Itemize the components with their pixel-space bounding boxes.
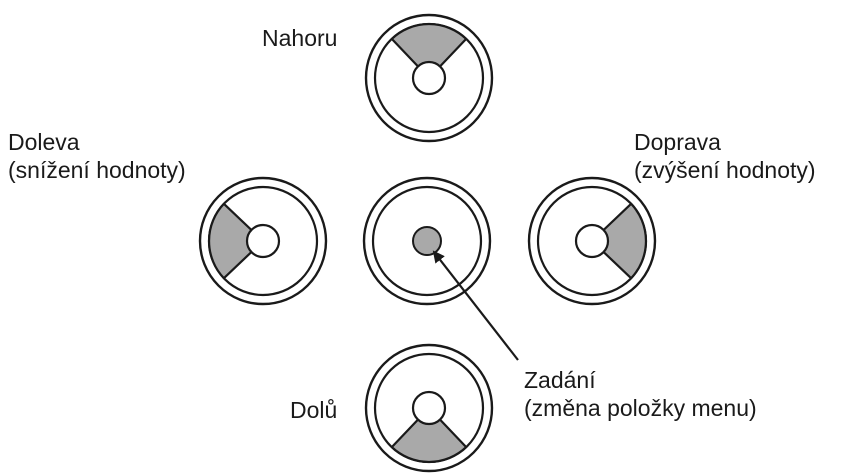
dial-center-enter-dot	[412, 226, 442, 256]
dial-down-hub	[411, 390, 447, 426]
dial-down-highlight-sector	[390, 406, 468, 464]
label-right-title: Doprava	[634, 129, 721, 155]
label-left-title: Doleva	[8, 129, 80, 155]
label-down-text: Dolů	[290, 397, 338, 423]
dial-up-highlight-sector	[390, 22, 468, 80]
label-up-text: Nahoru	[262, 25, 338, 51]
label-left-subtitle: (snížení hodnoty)	[8, 157, 186, 183]
dial-up	[364, 13, 494, 143]
dial-up-hub	[411, 60, 447, 96]
enter-pointer-arrow	[432, 250, 519, 361]
label-up: Nahoru	[262, 24, 337, 52]
label-enter-subtitle: (změna položky menu)	[524, 395, 757, 421]
dial-left-hub	[245, 223, 281, 259]
dial-left	[198, 176, 328, 306]
label-down: Dolů	[290, 396, 337, 424]
label-right-subtitle: (zvýšení hodnoty)	[634, 157, 816, 183]
dial-right	[527, 176, 657, 306]
dial-down	[364, 343, 494, 473]
label-enter-title: Zadání	[524, 367, 596, 393]
dial-right-hub	[574, 223, 610, 259]
dial-right-highlight-sector	[590, 202, 648, 280]
label-enter: Zadání (změna položky menu)	[524, 366, 757, 422]
dial-left-highlight-sector	[207, 202, 265, 280]
label-right: Doprava (zvýšení hodnoty)	[634, 128, 816, 184]
dial-center	[362, 176, 492, 306]
label-left: Doleva (snížení hodnoty)	[8, 128, 186, 184]
